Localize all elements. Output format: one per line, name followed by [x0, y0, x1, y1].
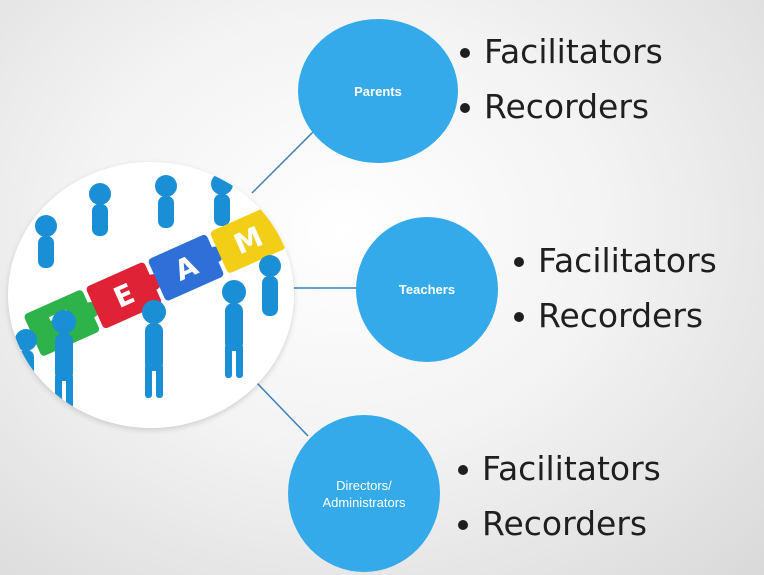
bullet-item: Recorders — [510, 288, 717, 343]
node-parents-label: Parents — [354, 83, 402, 100]
bullet-item: Facilitators — [456, 24, 663, 79]
bullets-teachers: Facilitators Recorders — [510, 233, 717, 343]
node-teachers-label: Teachers — [399, 281, 455, 298]
bullets-directors: Facilitators Recorders — [454, 441, 661, 551]
bullets-parents: Facilitators Recorders — [456, 24, 663, 134]
node-directors-label: Directors/ Administrators — [322, 477, 405, 511]
bullet-item: Recorders — [456, 79, 663, 134]
node-directors-label-line-2: Administrators — [322, 494, 406, 510]
team-puzzle-image: T E A M — [8, 162, 294, 428]
connector-directors — [255, 381, 309, 437]
bullet-item: Facilitators — [454, 441, 661, 496]
node-parents: Parents — [298, 19, 458, 163]
bullet-item: Recorders — [454, 496, 661, 551]
node-directors-label-line-1: Directors/ — [336, 477, 392, 493]
bullet-item: Facilitators — [510, 233, 717, 288]
node-directors: Directors/ Administrators — [288, 415, 440, 572]
team-puzzle-illustration: T E A M — [15, 173, 286, 408]
node-teachers-label-line: Teachers — [398, 282, 456, 297]
node-teachers: Teachers — [356, 217, 498, 362]
node-parents-label-line: Parents — [354, 83, 402, 99]
